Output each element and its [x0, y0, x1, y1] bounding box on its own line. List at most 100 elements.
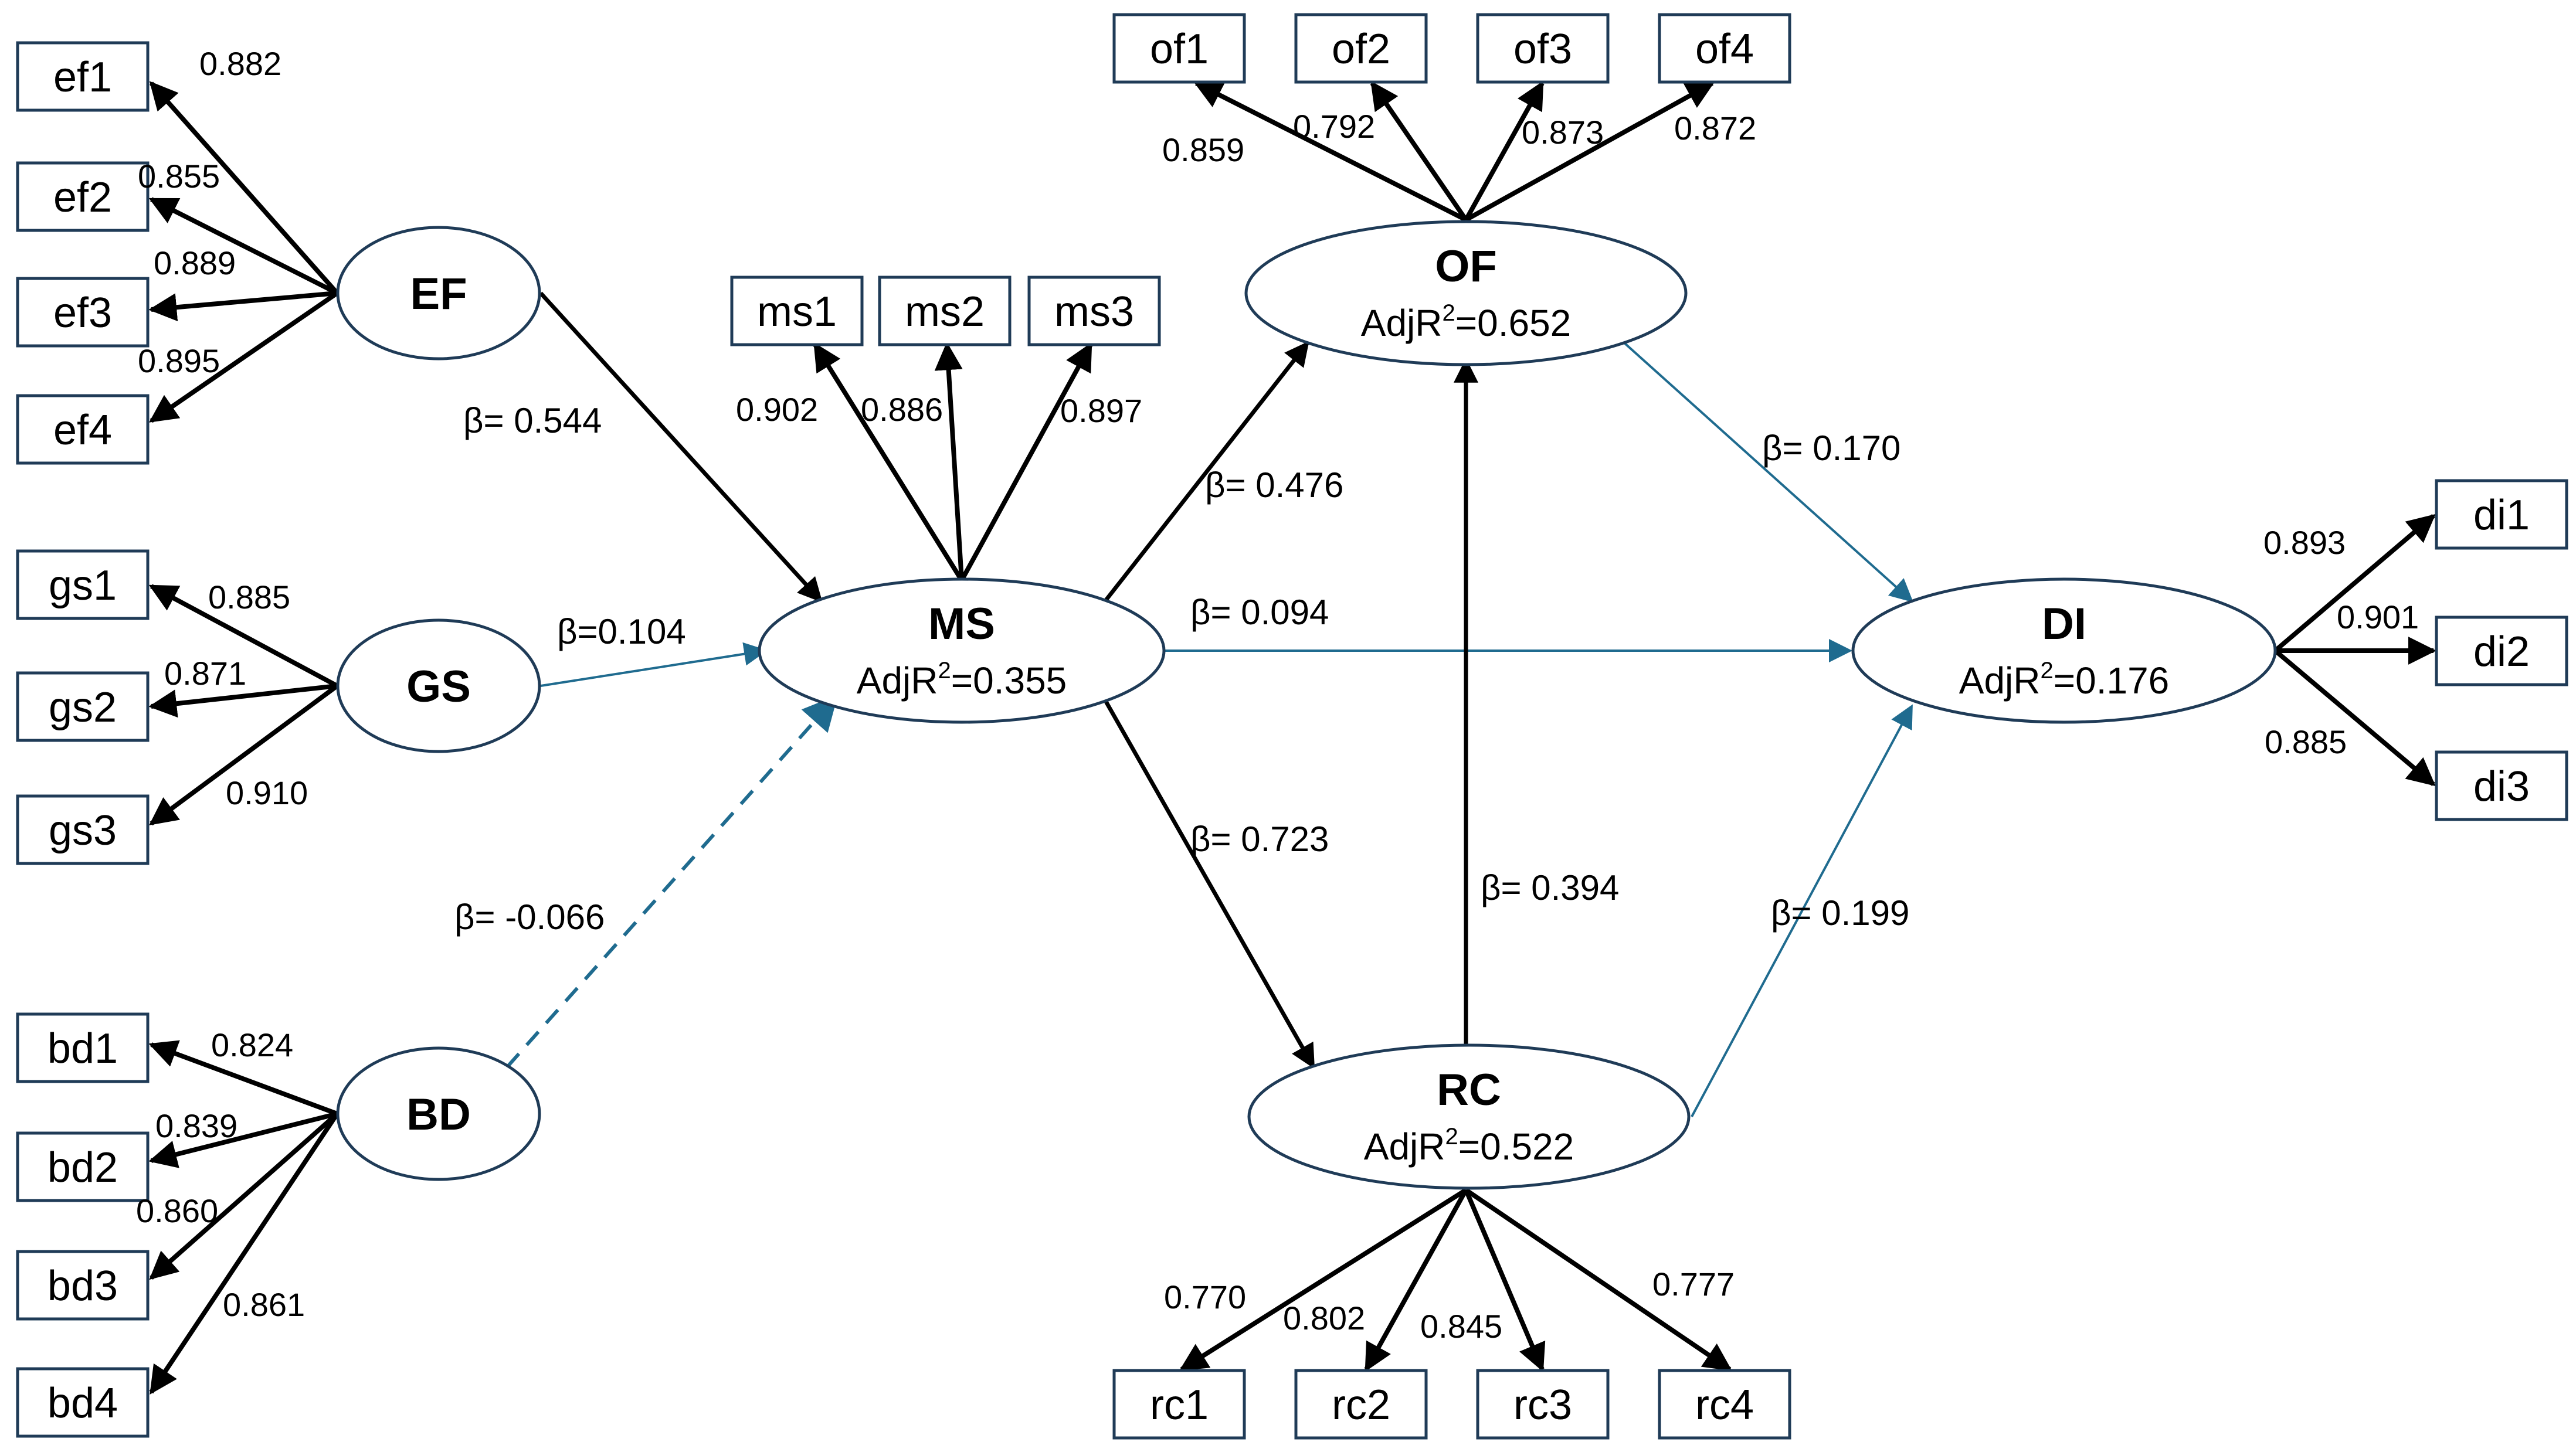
indicator-label: gs1: [49, 562, 117, 609]
indicator-gs3: gs3: [16, 794, 150, 865]
indicator-of3: of3: [1476, 13, 1610, 84]
indicator-rc3: rc3: [1476, 1369, 1610, 1440]
beta-ms-rc: β= 0.723: [1190, 819, 1329, 859]
indicator-boxes: ef1 ef2 ef3 ef4 gs1 gs2 gs3 bd1 bd2 bd3 …: [16, 13, 2568, 1440]
indicator-of1: of1: [1112, 13, 1246, 84]
indicator-label: rc1: [1150, 1382, 1209, 1429]
loading-ef3: 0.889: [154, 244, 236, 281]
loading-bd1: 0.824: [211, 1026, 293, 1063]
indicator-di3: di3: [2435, 750, 2568, 821]
indicator-gs1: gs1: [16, 549, 150, 620]
path-gs-ms: [540, 642, 768, 687]
arrow-rc-rc2: [1364, 1189, 1468, 1372]
latent-name: BD: [406, 1090, 471, 1140]
latent-name: EF: [410, 269, 467, 319]
loading-rc1: 0.770: [1164, 1278, 1246, 1315]
loading-of2: 0.792: [1293, 108, 1375, 145]
indicator-label: gs3: [49, 807, 117, 854]
indicator-bd2: bd2: [16, 1131, 150, 1202]
loading-ms3: 0.897: [1060, 392, 1142, 429]
loading-rc3: 0.845: [1420, 1308, 1502, 1345]
path-bd-ms: [505, 695, 838, 1068]
indicator-ef2: ef2: [16, 161, 150, 232]
indicator-gs2: gs2: [16, 671, 150, 742]
beta-ms-of: β= 0.476: [1205, 465, 1343, 505]
indicator-label: bd1: [47, 1025, 118, 1072]
arrow-ms-ms3: [959, 342, 1093, 582]
loading-bd3: 0.860: [136, 1192, 218, 1229]
adj-r2-label: AdjR2=0.176: [1959, 658, 2170, 702]
indicator-ef4: ef4: [16, 394, 150, 465]
indicator-label: of3: [1513, 26, 1572, 73]
arrow-ef-ef4: [149, 291, 339, 423]
indicator-rc1: rc1: [1112, 1369, 1246, 1440]
latent-constructs: EF GS BD MS AdjR2=0.355 OF AdjR2=0.652 R…: [336, 220, 2277, 1190]
loading-di3: 0.885: [2265, 723, 2347, 760]
arrow-of-of3: [1464, 80, 1545, 221]
indicator-of4: of4: [1658, 13, 1791, 84]
loading-ef2: 0.855: [138, 158, 220, 195]
indicator-label: bd3: [47, 1263, 118, 1310]
indicator-ef3: ef3: [16, 277, 150, 348]
arrow-di-di3: [2273, 648, 2436, 787]
latent-name: DI: [2042, 599, 2086, 649]
beta-bd-ms: β= -0.066: [454, 897, 605, 937]
indicator-rc4: rc4: [1658, 1369, 1791, 1440]
indicator-of2: of2: [1294, 13, 1428, 84]
indicator-label: of2: [1332, 26, 1390, 73]
loading-ms2: 0.886: [861, 391, 943, 428]
arrow-rc-rc1: [1179, 1188, 1468, 1372]
beta-of-di: β= 0.170: [1762, 429, 1900, 468]
latent-bd: BD: [336, 1046, 541, 1181]
loading-gs1: 0.885: [208, 579, 290, 616]
indicator-bd4: bd4: [16, 1367, 150, 1438]
loading-of4: 0.872: [1674, 110, 1756, 147]
arrow-bd-bd2: [148, 1111, 338, 1168]
latent-gs: GS: [336, 618, 541, 753]
adj-r2-label: AdjR2=0.355: [857, 658, 1067, 702]
arrow-gs-gs2: [148, 684, 338, 718]
latent-name: OF: [1435, 242, 1497, 291]
latent-ef: EF: [336, 226, 541, 361]
indicator-ms3: ms3: [1027, 276, 1161, 346]
indicator-label: di2: [2473, 628, 2530, 675]
loading-gs2: 0.871: [164, 655, 246, 692]
arrow-di-di1: [2273, 514, 2436, 653]
latent-name: RC: [1437, 1065, 1501, 1115]
path-of-di: [1623, 342, 1913, 603]
arrow-ms-ms1: [813, 342, 964, 582]
arrow-gs-gs1: [148, 584, 338, 688]
indicator-label: bd2: [47, 1144, 118, 1191]
indicator-ef1: ef1: [16, 41, 150, 112]
loading-of3: 0.873: [1522, 114, 1604, 151]
loading-ef4: 0.895: [138, 342, 220, 379]
indicator-ms1: ms1: [730, 276, 864, 346]
indicator-di2: di2: [2435, 616, 2568, 686]
path-rc-di: [1691, 704, 1913, 1117]
path-ms-of: [1104, 341, 1309, 603]
loading-labels: 0.882 0.855 0.889 0.895 0.885 0.871 0.91…: [136, 45, 2419, 1345]
indicator-label: rc3: [1513, 1382, 1572, 1429]
indicator-label: di3: [2473, 763, 2530, 810]
loading-bd2: 0.839: [155, 1107, 237, 1144]
adj-r2-label: AdjR2=0.522: [1364, 1124, 1574, 1168]
indicator-label: ms1: [757, 288, 837, 335]
beta-rc-di: β= 0.199: [1771, 893, 1909, 933]
indicator-label: rc4: [1695, 1382, 1754, 1429]
indicator-label: ef2: [53, 174, 112, 221]
loading-bd4: 0.861: [223, 1286, 305, 1323]
loading-di1: 0.893: [2263, 524, 2346, 561]
indicator-label: rc2: [1332, 1382, 1390, 1429]
loading-rc4: 0.777: [1652, 1266, 1735, 1303]
arrow-ef-ef2: [148, 197, 338, 295]
path-ef-ms: [539, 291, 823, 603]
indicator-bd3: bd3: [16, 1250, 150, 1321]
indicator-rc2: rc2: [1294, 1369, 1428, 1440]
indicator-label: di1: [2473, 492, 2530, 539]
indicator-label: of4: [1695, 26, 1754, 73]
arrow-bd-bd1: [148, 1040, 338, 1116]
arrow-ms-ms2: [934, 342, 964, 581]
arrow-of-of2: [1370, 81, 1468, 222]
path-coefficient-labels: β= 0.544 β=0.104 β= -0.066 β= 0.476 β= 0…: [454, 401, 1909, 937]
